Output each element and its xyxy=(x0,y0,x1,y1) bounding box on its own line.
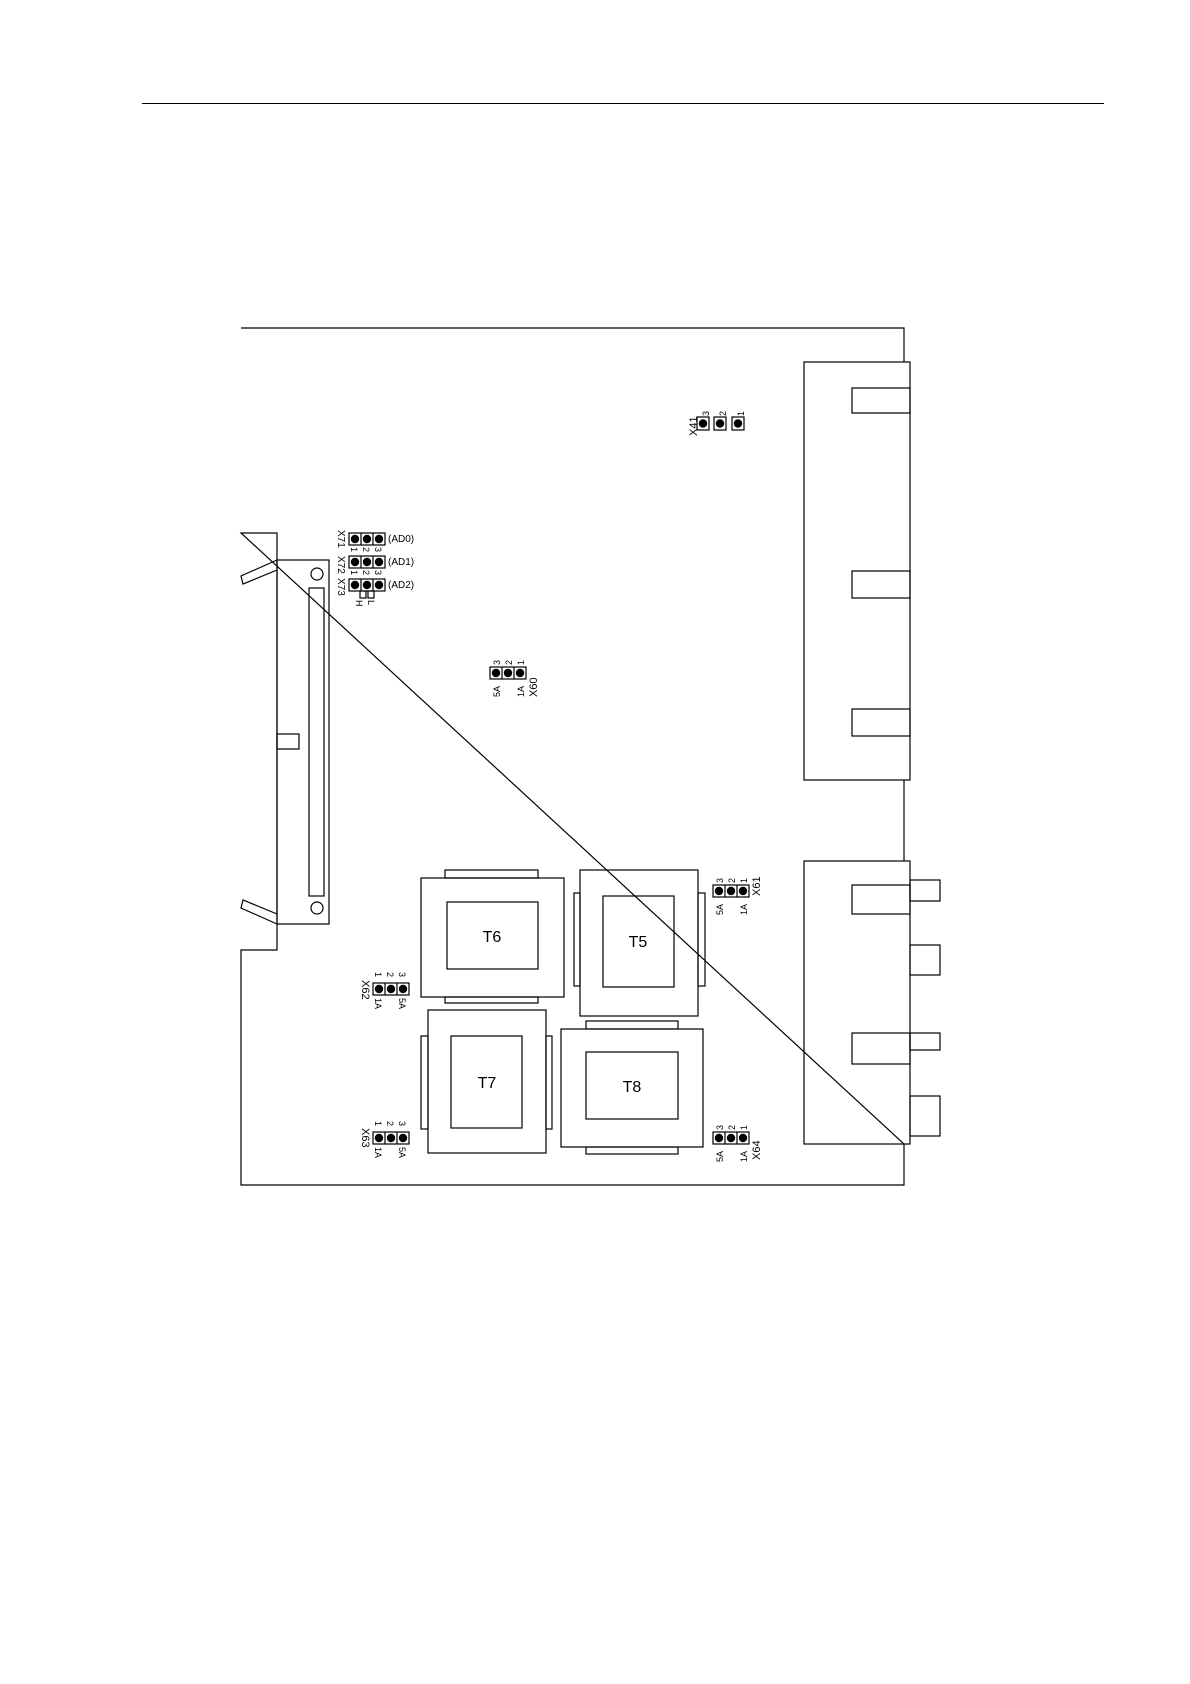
x62-pin-3: 3 xyxy=(397,972,407,977)
l-label: L xyxy=(366,600,376,605)
x63-pin-3: 3 xyxy=(397,1121,407,1126)
ad1-label: (AD1) xyxy=(388,557,414,568)
x62-5a: 5A xyxy=(397,998,407,1009)
x64-label: X64 xyxy=(751,1140,763,1160)
jumper-x60 xyxy=(490,667,526,679)
t5-label: T5 xyxy=(629,934,648,951)
x41-pin-1: 1 xyxy=(736,411,746,416)
x41-pin-3: 3 xyxy=(701,411,711,416)
x64-pin-3: 3 xyxy=(715,1125,725,1130)
x62-1a: 1A xyxy=(373,998,383,1009)
x41-pin-2: 2 xyxy=(718,411,728,416)
right-connector-bottom xyxy=(804,861,940,1144)
x61-5a: 5A xyxy=(715,904,725,915)
x73-label: X73 xyxy=(335,578,346,596)
x41-label: X41 xyxy=(688,416,700,436)
t8-label: T8 xyxy=(623,1079,642,1096)
x64-5a: 5A xyxy=(715,1151,725,1162)
x64-pin-2: 2 xyxy=(727,1125,737,1130)
x62-pin-1: 1 xyxy=(373,972,383,977)
x60-pin-2: 2 xyxy=(504,660,514,665)
x7-pin-3: 3 xyxy=(373,547,383,552)
x62-label: X62 xyxy=(359,980,371,1000)
x61-pin-3: 3 xyxy=(715,878,725,883)
x63-pin-1: 1 xyxy=(373,1121,383,1126)
x63-pin-2: 2 xyxy=(385,1121,395,1126)
x61-label: X61 xyxy=(751,876,763,896)
t7-label: T7 xyxy=(478,1075,497,1092)
x61-1a: 1A xyxy=(739,904,749,915)
jumper-x72 xyxy=(349,556,385,568)
x64-1a: 1A xyxy=(739,1151,749,1162)
x60-pin-1: 1 xyxy=(516,660,526,665)
jumper-x64 xyxy=(713,1132,749,1144)
left-connector xyxy=(241,560,329,924)
x72-pin-1: 1 xyxy=(349,570,359,575)
x7-pin-1: 1 xyxy=(349,547,359,552)
x60-pin-3: 3 xyxy=(492,660,502,665)
x63-5a: 5A xyxy=(397,1147,407,1158)
jumper-x73 xyxy=(349,579,385,598)
x71-label: X71 xyxy=(335,530,346,548)
x72-pin-3: 3 xyxy=(373,570,383,575)
jumper-x71 xyxy=(349,533,385,545)
ad2-label: (AD2) xyxy=(388,580,414,591)
t6-label: T6 xyxy=(483,929,502,946)
x63-label: X63 xyxy=(359,1128,371,1148)
x72-label: X72 xyxy=(335,556,346,574)
x63-1a: 1A xyxy=(373,1147,383,1158)
x64-pin-1: 1 xyxy=(739,1125,749,1130)
right-connector-top xyxy=(804,362,910,780)
x7-pin-2: 2 xyxy=(361,547,371,552)
x60-1a: 1A xyxy=(516,686,526,697)
jumper-x61 xyxy=(713,885,749,897)
jumper-x62 xyxy=(373,983,409,995)
x61-pin-1: 1 xyxy=(739,878,749,883)
x61-pin-2: 2 xyxy=(727,878,737,883)
x62-pin-2: 2 xyxy=(385,972,395,977)
jumper-x41 xyxy=(697,417,744,430)
x72-pin-2: 2 xyxy=(361,570,371,575)
ad0-label: (AD0) xyxy=(388,534,414,545)
x60-5a: 5A xyxy=(492,686,502,697)
x60-label: X60 xyxy=(528,677,540,697)
jumper-x63 xyxy=(373,1132,409,1144)
h-label: H xyxy=(354,600,364,607)
